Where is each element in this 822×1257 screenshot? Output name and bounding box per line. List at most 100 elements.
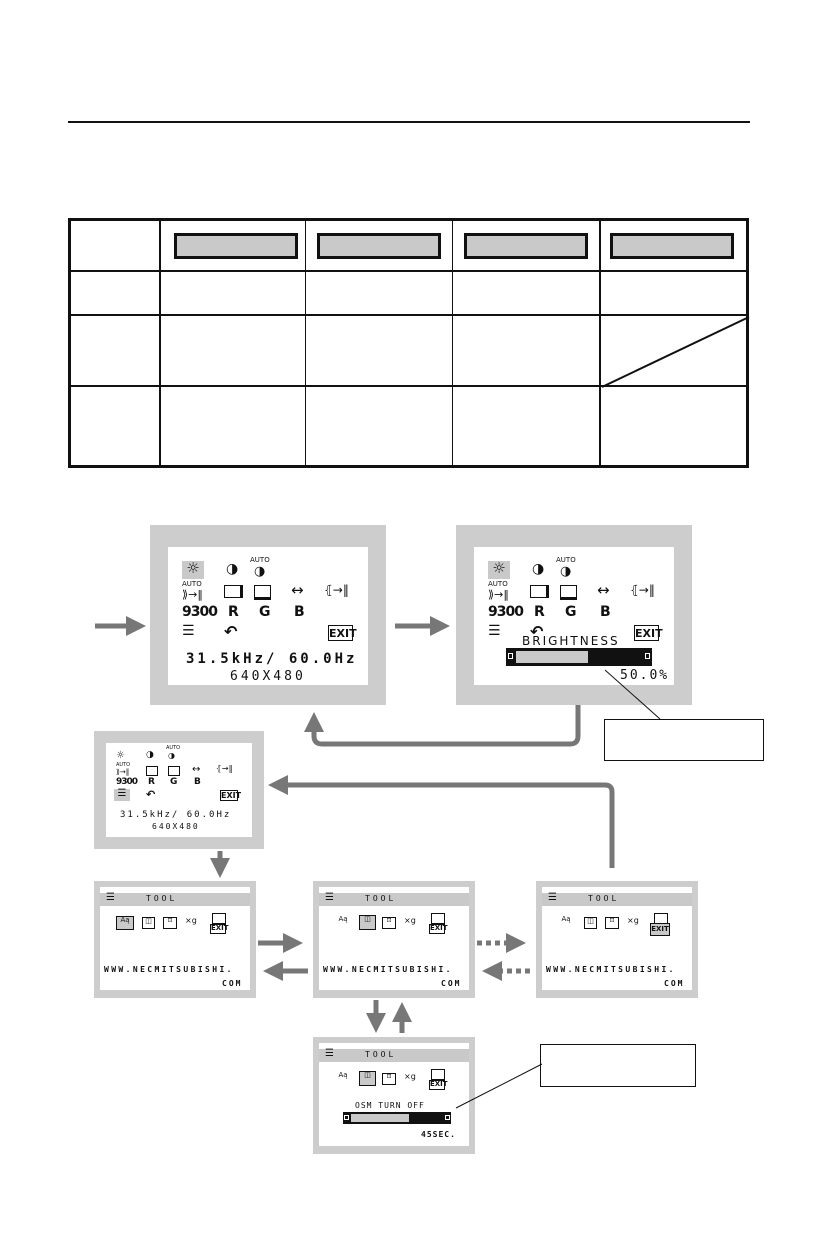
- language-icon[interactable]: Aą: [338, 915, 348, 923]
- auto-contrast-icon[interactable]: ◑: [560, 564, 572, 579]
- h-size-icon[interactable]: ↔: [192, 764, 201, 775]
- down-up-icon[interactable]: [560, 585, 577, 600]
- auto-adjust-icon[interactable]: ⟫→‖: [488, 588, 509, 601]
- osm-lock-icon[interactable]: ×g: [404, 916, 416, 925]
- down-up-icon[interactable]: [254, 585, 271, 600]
- url-line-2: COM: [664, 979, 685, 988]
- frequency-readout: 31.5kHz/ 60.0Hz: [120, 810, 232, 820]
- color-temp-label[interactable]: 9300: [182, 604, 218, 620]
- osm-turn-off-slider[interactable]: [343, 1112, 451, 1124]
- osm-turn-off-title: OSM TURN OFF: [355, 1101, 425, 1110]
- exit-button[interactable]: EXIT: [429, 924, 448, 934]
- fine-icon[interactable]: ⦃→‖: [630, 583, 655, 597]
- green-label[interactable]: G: [259, 604, 271, 620]
- plus-icon[interactable]: [645, 653, 650, 659]
- top-rule: [68, 121, 750, 123]
- color-temp-label[interactable]: 9300: [488, 604, 524, 620]
- minus-icon[interactable]: [508, 653, 513, 659]
- blue-label[interactable]: B: [600, 604, 611, 620]
- callout-box-2: [540, 1044, 696, 1087]
- language-icon[interactable]: Aą: [561, 915, 571, 923]
- left-right-icon[interactable]: [530, 585, 549, 598]
- brightness-slider[interactable]: [506, 648, 652, 666]
- minus-icon[interactable]: [344, 1115, 349, 1120]
- exit-button[interactable]: EXIT: [429, 1080, 448, 1090]
- brightness-icon[interactable]: ☼: [182, 561, 204, 579]
- factory-preset-icon[interactable]: ↶: [530, 622, 544, 641]
- osm-turn-off-icon[interactable]: ⊡: [605, 917, 619, 929]
- menu-button-1[interactable]: [174, 233, 298, 259]
- osm-lock-icon[interactable]: ×g: [404, 1072, 416, 1081]
- table-col-divider: [305, 221, 306, 465]
- osm-position-icon[interactable]: ◫: [142, 917, 155, 929]
- auto-contrast-icon[interactable]: ◑: [168, 751, 175, 760]
- color-temp-label[interactable]: 9300: [116, 777, 138, 787]
- factory-preset-icon[interactable]: ↶: [146, 788, 156, 801]
- blue-label[interactable]: B: [294, 604, 305, 620]
- table-col-divider: [599, 221, 601, 465]
- green-label[interactable]: G: [565, 604, 577, 620]
- auto-adjust-icon[interactable]: ⟫→‖: [182, 588, 203, 601]
- tool-screen-a: ☰ TOOL Aą ◫ ⊡ ×g EXIT WWW.NECMITSUBISHI.…: [94, 881, 256, 998]
- arrow-tool-exit-back: [268, 775, 615, 868]
- callout-leader-1: [604, 669, 661, 720]
- contrast-icon[interactable]: ◑: [146, 750, 154, 760]
- blue-label[interactable]: B: [194, 777, 201, 787]
- tool-title-bar: [542, 893, 692, 906]
- language-icon[interactable]: Aą: [338, 1071, 348, 1079]
- red-label[interactable]: R: [228, 604, 239, 620]
- osm-turn-off-icon[interactable]: ⊡: [163, 917, 177, 929]
- info-icon[interactable]: [431, 913, 445, 924]
- contrast-icon[interactable]: ◑: [226, 561, 239, 577]
- exit-button[interactable]: EXIT: [650, 923, 670, 936]
- brightness-icon[interactable]: ☼: [116, 750, 125, 761]
- info-icon[interactable]: [431, 1069, 445, 1080]
- left-right-icon[interactable]: [224, 585, 243, 598]
- exit-button[interactable]: EXIT: [210, 924, 229, 934]
- left-right-icon[interactable]: [146, 766, 158, 776]
- exit-button[interactable]: EXIT: [634, 625, 663, 641]
- brightness-icon[interactable]: ☼: [488, 561, 510, 579]
- menu-button-3[interactable]: [464, 233, 588, 259]
- h-size-icon[interactable]: ↔: [597, 581, 610, 599]
- table-col-divider: [159, 221, 161, 465]
- osm-lock-icon[interactable]: ×g: [185, 916, 197, 925]
- tool-title-bar: [319, 1049, 469, 1062]
- auto-contrast-icon[interactable]: ◑: [254, 564, 266, 579]
- osm-turn-off-icon[interactable]: ⊡: [382, 1073, 396, 1085]
- language-icon[interactable]: Aą: [116, 916, 134, 930]
- fine-icon[interactable]: ⦃→‖: [216, 764, 233, 773]
- control-table: [68, 218, 750, 468]
- h-size-icon[interactable]: ↔: [291, 581, 304, 599]
- menu-button-4[interactable]: [610, 233, 734, 259]
- tool-title-bar: [319, 893, 469, 906]
- osm-position-icon[interactable]: ◫: [359, 915, 376, 930]
- tool-icon[interactable]: ☰: [114, 789, 130, 801]
- table-row-divider: [71, 385, 746, 387]
- tool-icon: ☰: [106, 892, 115, 903]
- osm-position-icon[interactable]: ◫: [359, 1071, 376, 1086]
- tool-icon: ☰: [325, 892, 334, 903]
- tool-icon[interactable]: ☰: [182, 623, 195, 639]
- down-up-icon[interactable]: [168, 766, 180, 776]
- osm-turn-off-slider-fill: [351, 1114, 409, 1122]
- menu-button-2[interactable]: [317, 233, 441, 259]
- contrast-icon[interactable]: ◑: [532, 561, 545, 577]
- osm-lock-icon[interactable]: ×g: [627, 916, 639, 925]
- tool-icon[interactable]: ☰: [488, 623, 501, 639]
- green-label[interactable]: G: [170, 777, 178, 787]
- auto-adjust-label: AUTO: [166, 745, 181, 751]
- red-label[interactable]: R: [148, 777, 155, 787]
- auto-adjust-icon[interactable]: ⟫→‖: [116, 768, 130, 776]
- plus-icon[interactable]: [445, 1115, 450, 1120]
- info-icon[interactable]: [212, 913, 226, 924]
- exit-button[interactable]: EXIT: [220, 790, 242, 801]
- exit-button[interactable]: EXIT: [328, 625, 357, 641]
- red-label[interactable]: R: [534, 604, 545, 620]
- factory-preset-icon[interactable]: ↶: [224, 622, 238, 641]
- fine-icon[interactable]: ⦃→‖: [324, 583, 349, 597]
- callout-box-1: [604, 719, 764, 761]
- resolution-readout: 640X480: [230, 669, 306, 684]
- osm-position-icon[interactable]: ◫: [584, 917, 597, 929]
- osm-turn-off-icon[interactable]: ⊡: [382, 917, 396, 929]
